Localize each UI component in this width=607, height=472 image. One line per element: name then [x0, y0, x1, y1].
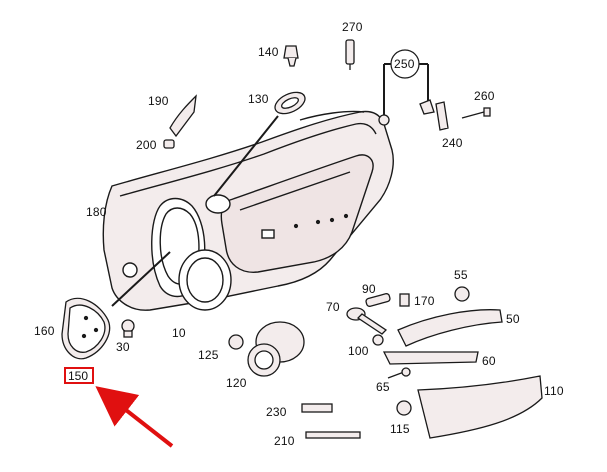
label-65: 65 — [376, 380, 390, 394]
part-250-grommet-b — [419, 99, 435, 115]
highlight-arrow — [95, 386, 174, 448]
label-250: 250 — [394, 57, 415, 71]
label-50: 50 — [506, 312, 520, 326]
part-70-lever — [346, 307, 388, 335]
label-125: 125 — [198, 348, 219, 362]
label-70: 70 — [326, 300, 340, 314]
part-190-trim — [169, 94, 197, 138]
label-150: 150 — [68, 369, 89, 383]
label-200: 200 — [136, 138, 157, 152]
label-270: 270 — [342, 20, 363, 34]
part-110-trim — [417, 375, 543, 439]
label-130: 130 — [248, 92, 269, 106]
part-130-bezel — [274, 91, 306, 115]
label-30: 30 — [116, 340, 130, 354]
part-90 — [365, 293, 391, 307]
part-260-screw — [461, 107, 491, 119]
part-115-nut — [396, 400, 412, 416]
part-120-speaker — [247, 321, 305, 377]
label-260: 260 — [474, 89, 495, 103]
label-160: 160 — [34, 324, 55, 338]
highlight-box-150: 150 — [64, 367, 94, 384]
door-panel — [102, 110, 394, 311]
label-55: 55 — [454, 268, 468, 282]
label-240: 240 — [442, 136, 463, 150]
label-100: 100 — [348, 344, 369, 358]
part-55-nut — [454, 286, 470, 302]
part-270-pin — [345, 39, 355, 70]
part-160-grille — [61, 297, 111, 360]
label-170: 170 — [414, 294, 435, 308]
part-250-callout-circle — [390, 49, 420, 79]
part-65-screw — [387, 367, 411, 379]
part-200-clip — [163, 139, 175, 149]
part-100 — [372, 334, 384, 346]
label-180: 180 — [86, 205, 107, 219]
label-60: 60 — [482, 354, 496, 368]
part-30-grommet — [121, 319, 135, 338]
part-170-clip — [399, 293, 410, 307]
part-240-bracket — [435, 101, 449, 131]
label-90: 90 — [362, 282, 376, 296]
label-110: 110 — [544, 384, 564, 398]
part-50-armrest — [397, 309, 503, 347]
part-230-strip — [301, 403, 333, 413]
leader-lines — [111, 63, 429, 307]
label-230: 230 — [266, 405, 287, 419]
label-10: 10 — [172, 326, 186, 340]
label-210: 210 — [274, 434, 295, 448]
part-210-strip — [305, 431, 361, 439]
label-140: 140 — [258, 45, 279, 59]
part-60-strip — [382, 351, 479, 365]
label-120: 120 — [226, 376, 247, 390]
part-250-grommet-a — [378, 114, 390, 126]
part-125-nut — [228, 334, 244, 350]
label-115: 115 — [390, 422, 410, 436]
label-190: 190 — [148, 94, 169, 108]
part-140-clip — [283, 45, 299, 67]
